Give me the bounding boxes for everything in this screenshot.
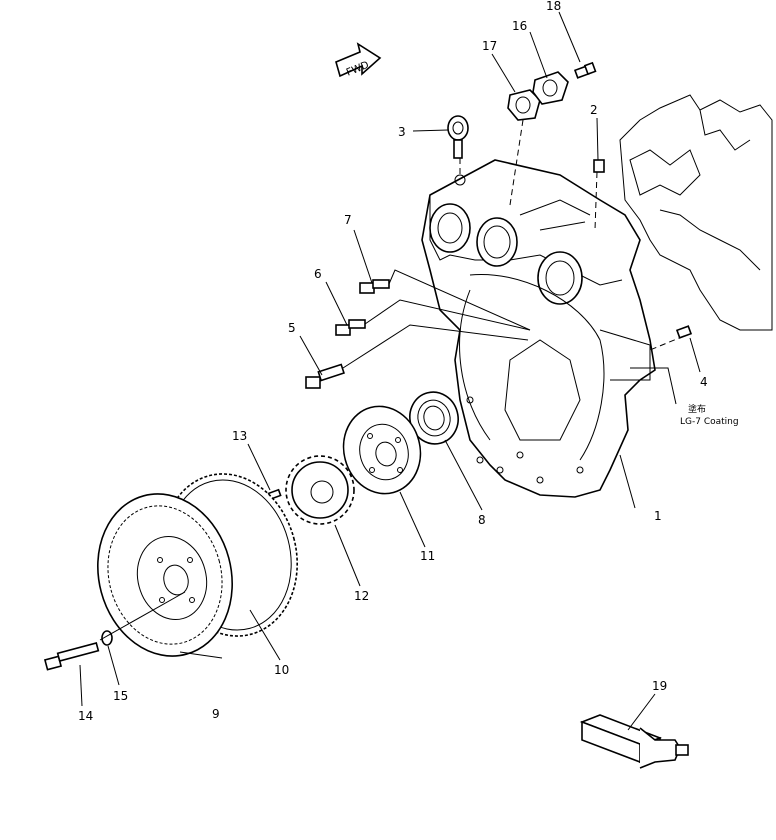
callout-10: 10 xyxy=(274,663,289,677)
callout-7: 7 xyxy=(344,213,352,227)
callout-4: 4 xyxy=(700,375,708,389)
bolt-14 xyxy=(43,641,100,671)
bolt-5 xyxy=(305,363,345,389)
gear-housing xyxy=(421,159,656,498)
callout-13: 13 xyxy=(232,429,247,443)
callout-19: 19 xyxy=(652,679,667,693)
callout-6: 6 xyxy=(314,267,322,281)
coating-note-jp: 塗布 xyxy=(688,403,706,415)
forward-arrow-icon: FWD xyxy=(335,42,382,79)
callout-16: 16 xyxy=(512,19,527,33)
eye-bolt xyxy=(447,115,469,159)
assembly-lines xyxy=(99,119,685,641)
callout-labels: 1 2 3 4 5 6 7 8 9 10 11 12 13 14 15 16 1… xyxy=(78,0,708,723)
callout-2: 2 xyxy=(590,103,598,117)
callout-12: 12 xyxy=(354,589,369,603)
coating-note-en: LG-7 Coating xyxy=(680,417,739,427)
callout-15: 15 xyxy=(113,689,128,703)
callout-11: 11 xyxy=(420,549,435,563)
callout-17: 17 xyxy=(482,39,497,53)
callout-9: 9 xyxy=(212,707,220,721)
cover-16 xyxy=(532,71,569,105)
callout-8: 8 xyxy=(478,513,486,527)
timing-gear xyxy=(285,455,355,525)
coating-note: 塗布 LG-7 Coating xyxy=(680,403,739,427)
callout-5: 5 xyxy=(288,321,296,335)
callout-3: 3 xyxy=(398,125,406,139)
tool-19 xyxy=(579,714,689,769)
leader-lines xyxy=(79,11,701,731)
bolt-6 xyxy=(335,319,366,336)
plug-2 xyxy=(593,159,605,173)
bolt-18 xyxy=(573,61,597,79)
pin-4 xyxy=(675,325,693,339)
callout-18: 18 xyxy=(546,0,561,13)
gasket-17 xyxy=(507,89,541,121)
bolt-7 xyxy=(359,279,390,294)
engine-block xyxy=(619,94,773,331)
callout-14: 14 xyxy=(78,709,93,723)
callout-1: 1 xyxy=(654,509,662,523)
pulley xyxy=(342,405,422,495)
flywheel xyxy=(97,493,233,657)
